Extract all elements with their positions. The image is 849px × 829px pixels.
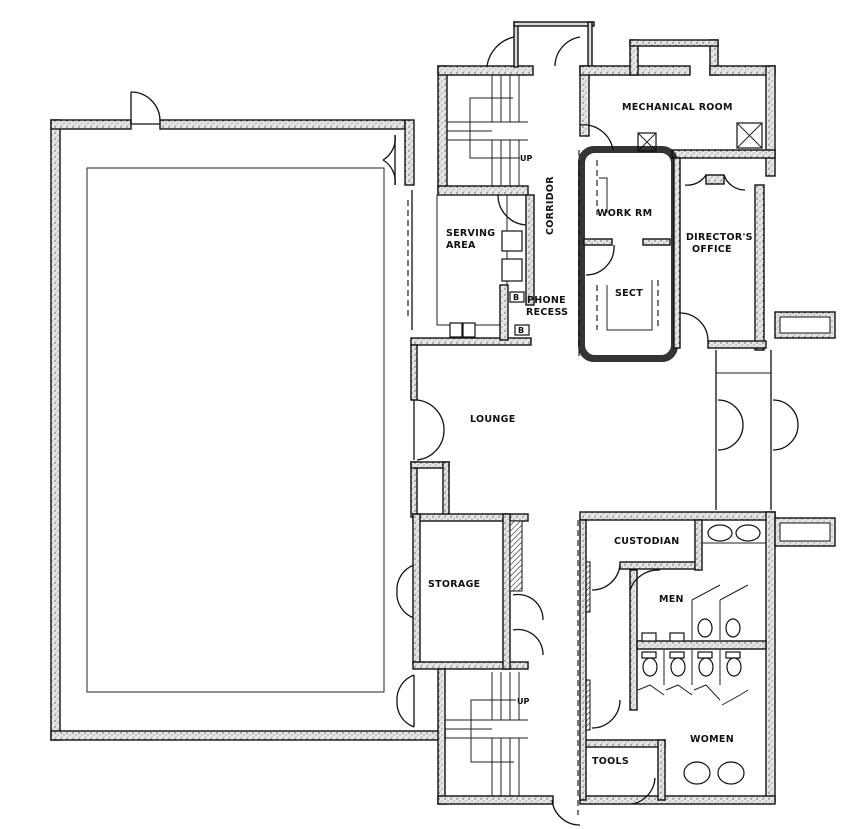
stair-south-wall xyxy=(437,185,529,196)
director-label-2: OFFICE xyxy=(692,244,732,255)
women-toilet-4 xyxy=(726,657,742,677)
custodian-label: CUSTODIAN xyxy=(614,536,680,547)
lower-stair: UP xyxy=(437,668,581,826)
phone-b1-label: B xyxy=(513,293,519,302)
men-label: MEN xyxy=(659,594,684,605)
directors-office: DIRECTOR'S OFFICE xyxy=(673,157,836,351)
men-toilet-1 xyxy=(697,618,713,638)
upper-stair: UP xyxy=(437,21,595,196)
serving-appliance-1 xyxy=(501,230,523,252)
hall-north-wall-right xyxy=(159,119,406,130)
tools-door[interactable] xyxy=(631,777,656,805)
hall-east-double-door-lower[interactable] xyxy=(396,564,415,619)
women-sink-2 xyxy=(717,761,745,785)
men-urinal-1 xyxy=(641,632,657,642)
vestibule-door-left[interactable] xyxy=(486,36,515,67)
storage: STORAGE xyxy=(412,513,544,670)
women-sink-1 xyxy=(683,761,711,785)
lower-stair-exit-door[interactable] xyxy=(551,799,581,826)
serving-label-2: AREA xyxy=(446,240,476,251)
director-closet-door-left[interactable] xyxy=(684,174,707,186)
women-toilet-3 xyxy=(698,657,714,677)
women-door[interactable] xyxy=(591,699,621,729)
serving-sink-2 xyxy=(462,322,476,338)
men-toilet-2 xyxy=(725,618,741,638)
corridor-label: CORRIDOR xyxy=(545,176,556,235)
hall-west-wall xyxy=(50,119,61,741)
hall-north-door[interactable] xyxy=(130,91,161,125)
east-entry-inner-doors[interactable] xyxy=(717,399,744,451)
mechanical-room: MECHANICAL ROOM xyxy=(579,39,776,177)
men-sink-1 xyxy=(707,524,733,542)
phone-label-1: PHONE xyxy=(527,295,566,306)
serving-appliance-2 xyxy=(501,258,523,282)
serving-area: SERVING AREA xyxy=(410,194,535,346)
large-hall xyxy=(50,91,446,741)
men-door[interactable] xyxy=(629,569,661,591)
phone-b2-label: B xyxy=(518,326,524,335)
serving-door[interactable] xyxy=(497,194,527,226)
women-toilet-1 xyxy=(642,657,658,677)
director-closet-door-right[interactable] xyxy=(723,174,746,191)
hall-east-double-door-bottom[interactable] xyxy=(396,674,415,728)
corridor-east-wall-lower xyxy=(579,519,587,801)
hall-south-wall xyxy=(50,730,446,741)
women-toilet-2 xyxy=(670,657,686,677)
east-entry-outer-doors[interactable] xyxy=(772,399,799,451)
serving-south-wall xyxy=(410,337,532,346)
sect-door[interactable] xyxy=(585,244,615,276)
women-label: WOMEN xyxy=(690,734,734,745)
serving-label-1: SERVING xyxy=(446,228,495,239)
phone-label-2: RECESS xyxy=(526,307,568,318)
vestibule-door-right[interactable] xyxy=(554,36,581,67)
phone-recess: B B PHONE RECESS xyxy=(509,291,568,336)
storage-closet-door-1[interactable] xyxy=(512,593,544,621)
workroom-label: WORK RM xyxy=(597,208,652,219)
mechanical-door[interactable] xyxy=(579,124,614,151)
custodian-door[interactable] xyxy=(591,564,621,591)
lounge-label: LOUNGE xyxy=(470,414,516,425)
lounge: LOUNGE xyxy=(410,344,516,518)
stair-west-wall xyxy=(437,65,448,193)
hall-north-wall-left xyxy=(50,119,132,130)
men-urinal-2 xyxy=(669,632,685,642)
serving-sink-1 xyxy=(449,322,463,338)
hall-east-wall-top xyxy=(404,119,415,186)
director-door[interactable] xyxy=(679,312,709,342)
hall-east-double-door-top[interactable] xyxy=(382,134,396,186)
storage-label: STORAGE xyxy=(428,579,480,590)
storage-closet-door-2[interactable] xyxy=(512,628,544,656)
court-outline xyxy=(86,167,385,693)
restroom-block: CUSTODIAN MEN xyxy=(579,511,836,805)
east-entry xyxy=(715,350,799,510)
sect-label: SECT xyxy=(615,288,643,299)
tools-label: TOOLS xyxy=(592,756,629,767)
lounge-west-double-door[interactable] xyxy=(413,399,445,461)
work-room-sect: WORK RM SECT xyxy=(578,146,678,362)
lower-stair-up-label: UP xyxy=(517,697,529,706)
mechanical-label: MECHANICAL ROOM xyxy=(622,102,733,113)
men-sink-2 xyxy=(735,524,761,542)
upper-stair-up-label: UP xyxy=(520,154,532,163)
director-label-1: DIRECTOR'S xyxy=(686,232,753,243)
stair-north-wall xyxy=(437,65,534,76)
